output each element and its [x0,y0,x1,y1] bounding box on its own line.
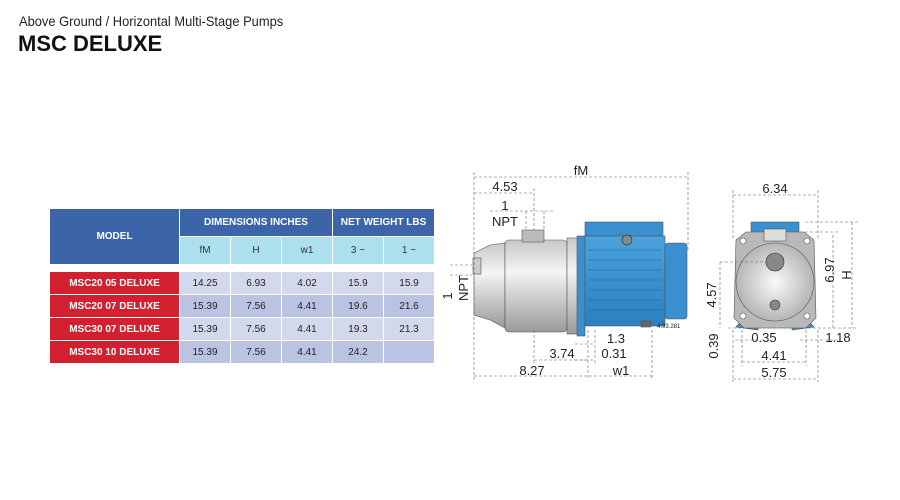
cell: 15.39 [179,340,231,364]
cell: 7.56 [230,317,282,341]
dim-4-41: 4.41 [761,348,786,363]
pump-front-view [733,221,817,331]
dim-npt-top: NPT [492,214,518,229]
dimension-lines [450,172,689,380]
col-w1: w1 [281,236,333,265]
cell: 21.3 [383,317,435,341]
col-3phase: 3 ~ [332,236,384,265]
front-dimension-lines [719,190,858,382]
cell: 15.9 [332,271,384,295]
dim-npt-left-size: 1 [440,292,455,299]
col-1phase: 1 ~ [383,236,435,265]
dim-0-31: 0.31 [601,346,626,361]
dim-5-75: 5.75 [761,365,786,380]
dim-4-57: 4.57 [704,282,719,307]
cell: 4.41 [281,294,333,318]
dim-npt-top-size: 1 [501,198,508,213]
cell: 7.56 [230,340,282,364]
dim-3-74: 3.74 [549,346,574,361]
dim-6-97: 6.97 [822,257,837,282]
cell: 15.39 [179,294,231,318]
cell: 19.3 [332,317,384,341]
dim-6-34: 6.34 [762,181,787,196]
cell: 24.2 [332,340,384,364]
dim-fm: fM [574,163,588,178]
table-row: MSC20 05 DELUXE 14.25 6.93 4.02 15.9 15.… [49,271,435,295]
dim-8-27: 8.27 [519,363,544,378]
table-row: MSC30 10 DELUXE 15.39 7.56 4.41 24.2 [49,340,435,364]
dim-1-18: 1.18 [825,330,850,345]
cell [383,340,435,364]
dim-w1: w1 [612,363,630,378]
cell: 6.93 [230,271,282,295]
model-name: MSC20 05 DELUXE [49,271,180,295]
page-title: MSC DELUXE [18,31,163,56]
dim-1-3: 1.3 [607,331,625,346]
cell: 15.39 [179,317,231,341]
dimensions-table: MODEL DIMENSIONS INCHES NET WEIGHT LBS f… [49,208,435,364]
dim-4-53: 4.53 [492,179,517,194]
model-header: MODEL [49,208,180,265]
dimensions-header: DIMENSIONS INCHES [179,208,333,237]
weight-header: NET WEIGHT LBS [332,208,435,237]
model-name: MSC20 07 DELUXE [49,294,180,318]
cell: 4.41 [281,317,333,341]
cell: 14.25 [179,271,231,295]
dim-0-39: 0.39 [706,333,721,358]
col-fm: fM [179,236,231,265]
model-name: MSC30 07 DELUXE [49,317,180,341]
table-row: MSC30 07 DELUXE 15.39 7.56 4.41 19.3 21.… [49,317,435,341]
dim-0-35: 0.35 [751,330,776,345]
cell: 4.41 [281,340,333,364]
cell: 19.6 [332,294,384,318]
subtitle: Above Ground / Horizontal Multi-Stage Pu… [19,13,284,29]
pump-side-view [472,221,688,337]
dim-npt-left: NPT [456,275,471,301]
part-code: 4.93.281 [657,324,681,330]
model-name: MSC30 10 DELUXE [49,340,180,364]
dim-h: H [839,270,854,279]
